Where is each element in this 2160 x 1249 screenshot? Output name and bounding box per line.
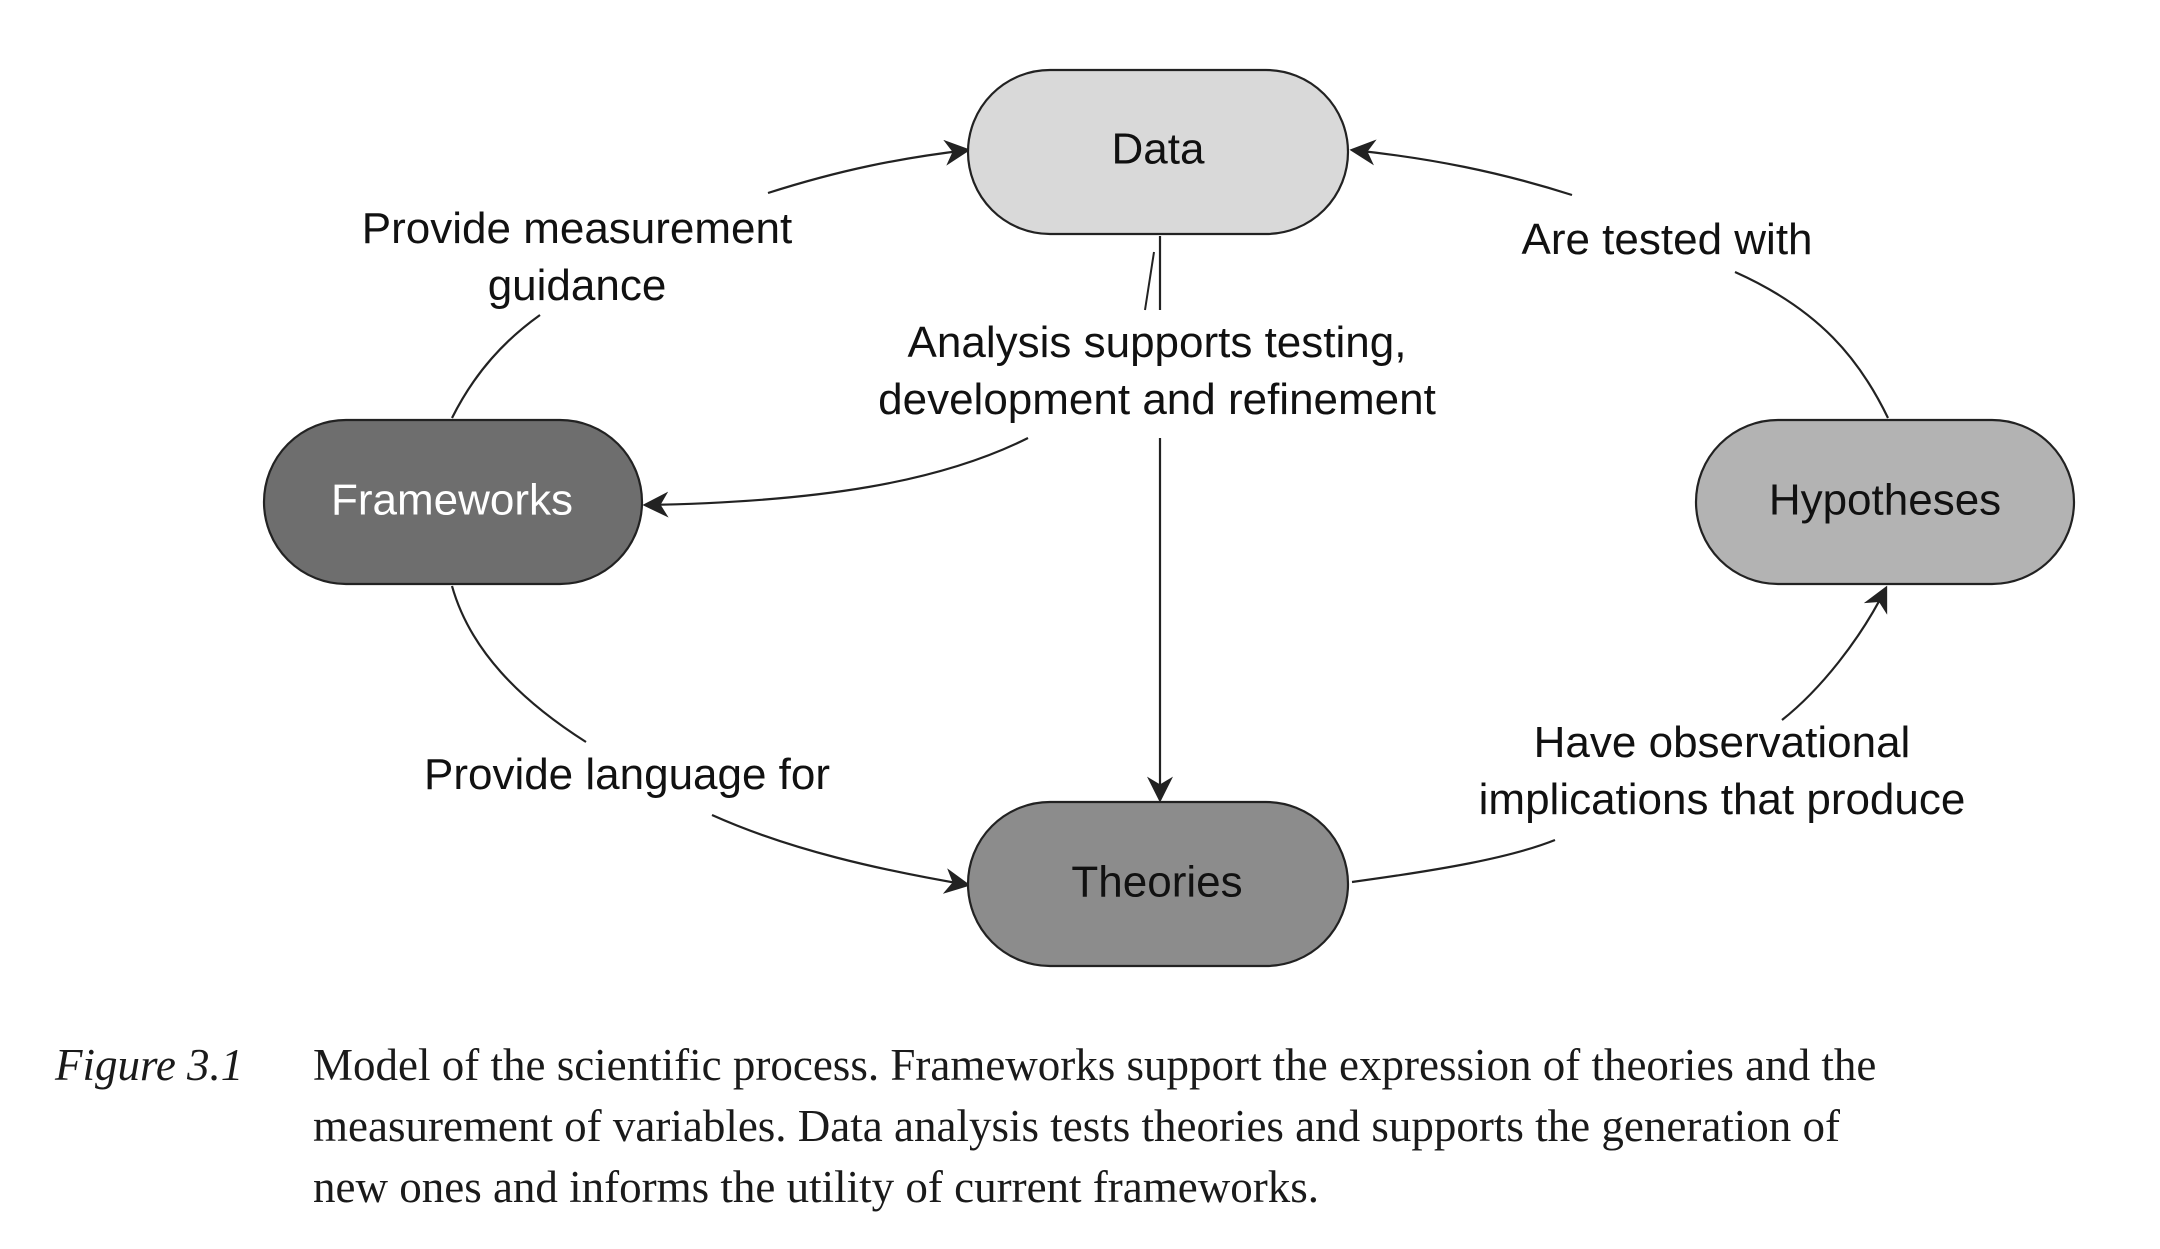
node-frameworks-label: Frameworks — [331, 476, 573, 525]
edge-label-tested-with: Are tested with — [1521, 215, 1812, 264]
edge-label-observational-line1: Have observational — [1534, 718, 1911, 767]
node-data: Data — [966, 68, 1350, 236]
node-hypotheses-label: Hypotheses — [1769, 476, 2001, 525]
figure-caption: Figure 3.1 Model of the scientific proce… — [55, 1035, 2145, 1218]
caption-line: new ones and informs the utility of curr… — [313, 1162, 1319, 1212]
caption-line: Model of the scientific process. Framewo… — [313, 1040, 1877, 1090]
node-hypotheses: Hypotheses — [1694, 418, 2076, 586]
node-theories-shape — [966, 800, 1350, 968]
node-hypotheses-shape — [1694, 418, 2076, 586]
edge-label-language-for: Provide language for — [424, 750, 830, 799]
node-data-shape — [966, 68, 1350, 236]
edge-frameworks-to-theories-upper — [450, 585, 587, 743]
edge-hypotheses-to-data-upper — [1349, 139, 1573, 197]
edge-label-analysis-line1: Analysis supports testing, — [908, 318, 1407, 367]
caption-text: Model of the scientific process. Framewo… — [313, 1035, 2145, 1218]
edge-data-to-analysis-tick — [1144, 251, 1155, 311]
edge-label-measurement-guidance-line1: Provide measurement — [362, 204, 792, 253]
edge-label-observational-line2: implications that produce — [1479, 775, 1966, 824]
edge-theories-to-hypotheses-upper — [1781, 585, 1888, 721]
edge-label-analysis-line2: development and refinement — [878, 375, 1436, 424]
caption-label: Figure 3.1 — [55, 1040, 244, 1090]
edge-frameworks-to-data-upper — [767, 139, 971, 195]
scientific-process-diagram: Data Frameworks Hypotheses Theories Prov… — [262, 68, 2076, 968]
node-theories-label: Theories — [1071, 858, 1242, 907]
edge-frameworks-to-data-lower — [451, 314, 541, 419]
node-data-label: Data — [1112, 125, 1205, 174]
node-frameworks-shape — [262, 418, 644, 586]
caption-line: measurement of variables. Data analysis … — [313, 1101, 1841, 1151]
edge-label-measurement-guidance-line2: guidance — [488, 261, 667, 310]
node-frameworks: Frameworks — [262, 418, 644, 586]
edge-hypotheses-to-data-lower — [1734, 270, 1889, 419]
node-theories: Theories — [966, 800, 1350, 968]
edge-frameworks-to-theories-lower — [711, 813, 971, 894]
edge-theories-to-hypotheses-left — [1351, 838, 1556, 884]
edge-analysis-to-frameworks — [642, 437, 1029, 518]
